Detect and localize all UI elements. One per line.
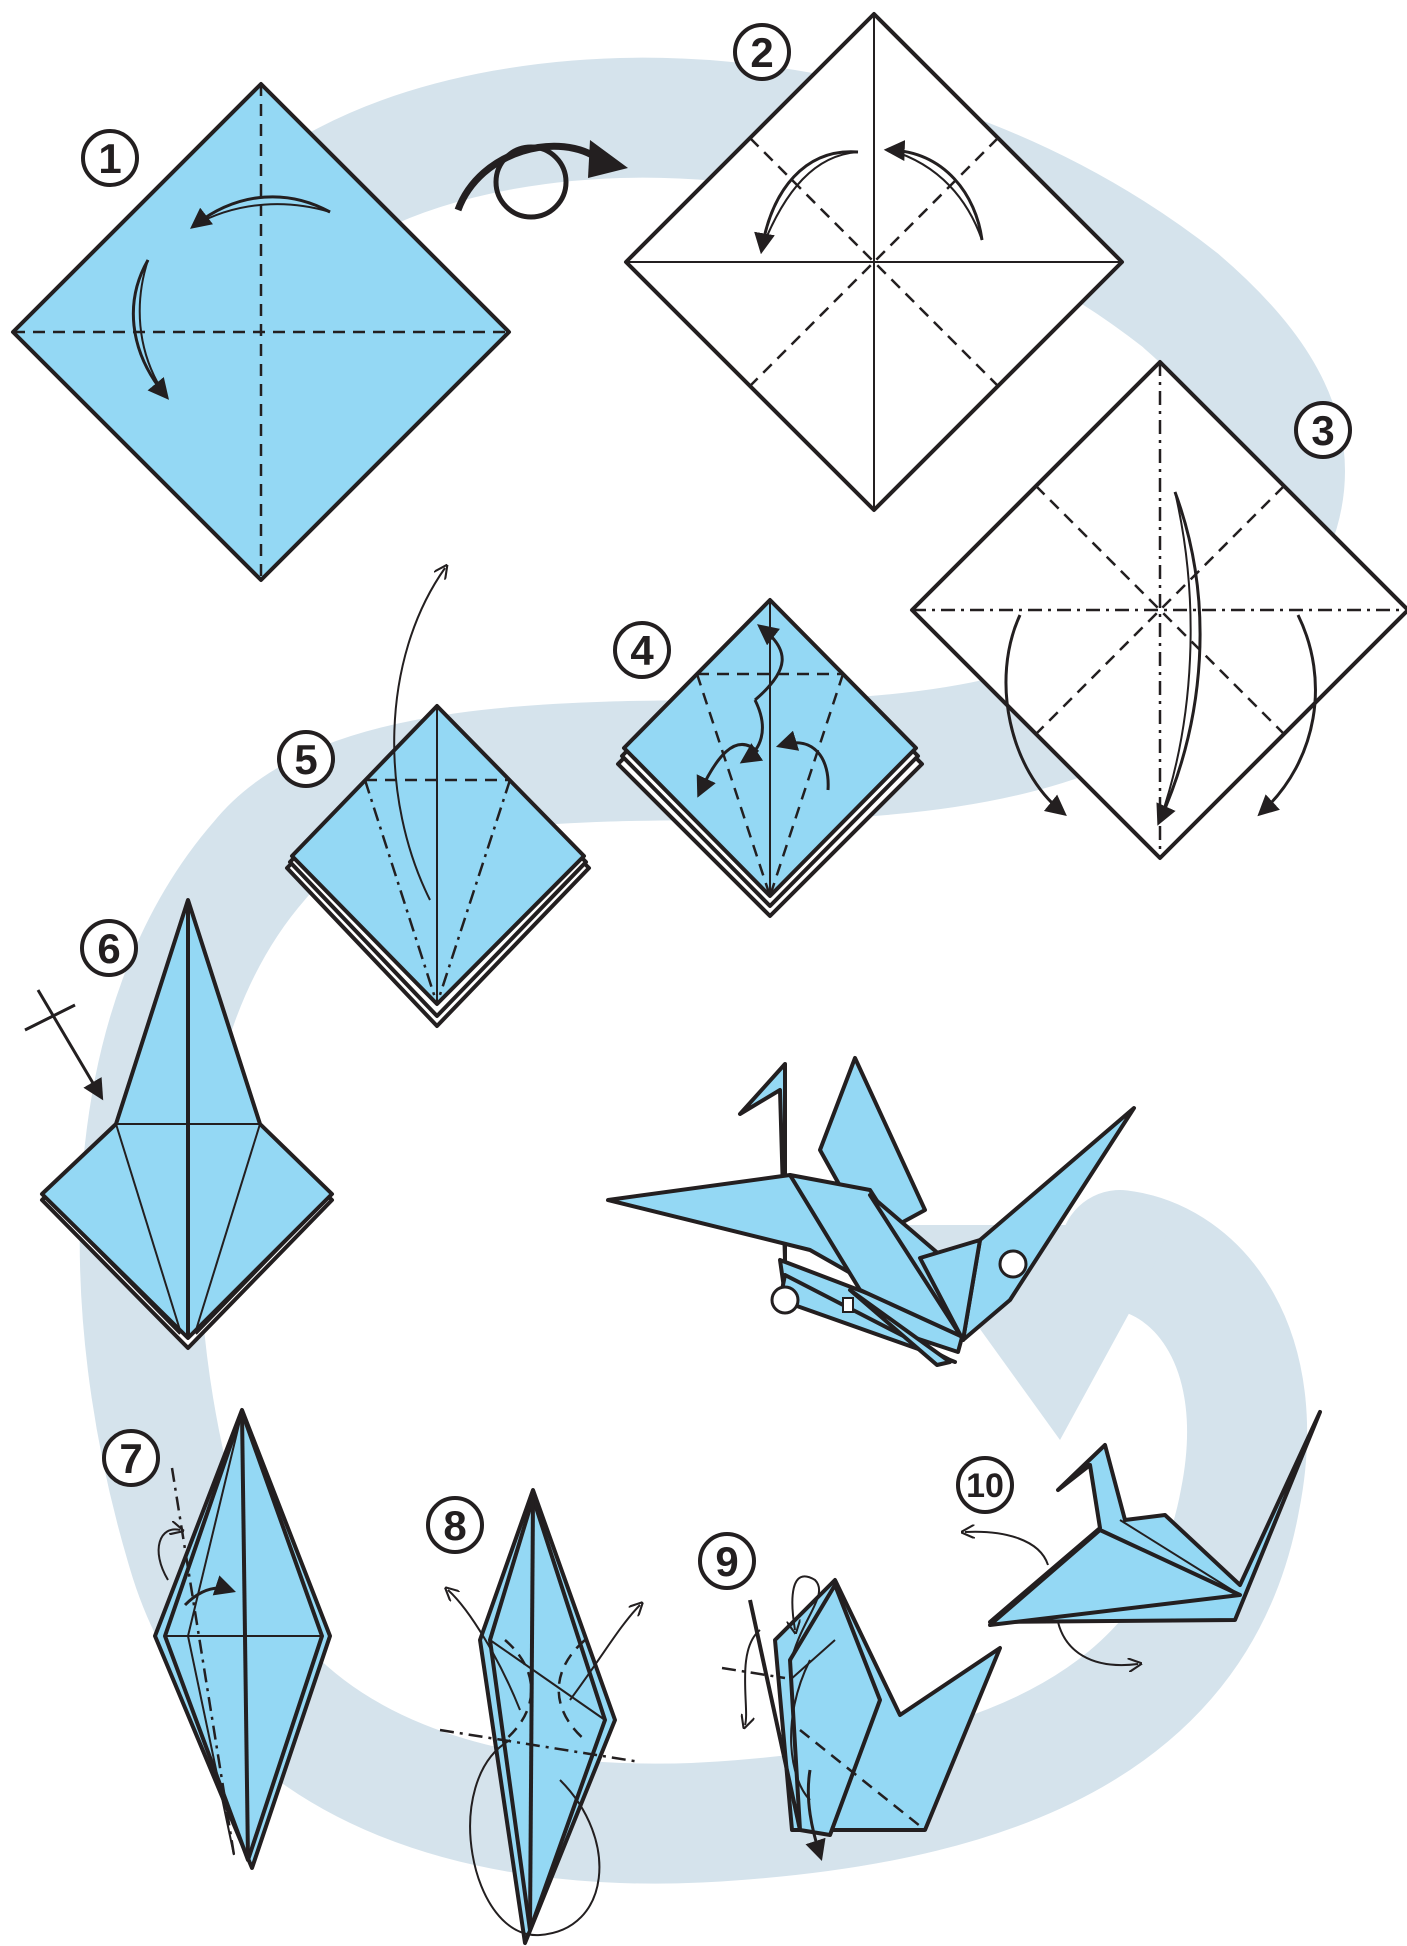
step-number: 8: [443, 1502, 466, 1549]
step-number: 7: [119, 1435, 142, 1482]
step-1-label: 1: [83, 131, 137, 185]
step-10-label: 10: [958, 1458, 1012, 1512]
step-4-label: 4: [615, 623, 669, 677]
step-8-label: 8: [428, 1498, 482, 1552]
step-5-label: 5: [279, 732, 333, 786]
step-9-label: 9: [700, 1534, 754, 1588]
step-number: 10: [966, 1467, 1004, 1505]
step-number: 6: [97, 925, 120, 972]
step-number: 3: [1311, 407, 1334, 454]
step-6-diagram: [25, 900, 332, 1348]
step-number: 5: [294, 736, 317, 783]
step-number: 2: [750, 29, 773, 76]
step-number: 4: [630, 627, 654, 674]
step-number: 9: [715, 1538, 738, 1585]
step-7-label: 7: [104, 1431, 158, 1485]
step-2-label: 2: [735, 25, 789, 79]
step-3-label: 3: [1296, 403, 1350, 457]
step-number: 1: [98, 135, 121, 182]
step-6-label: 6: [82, 921, 136, 975]
